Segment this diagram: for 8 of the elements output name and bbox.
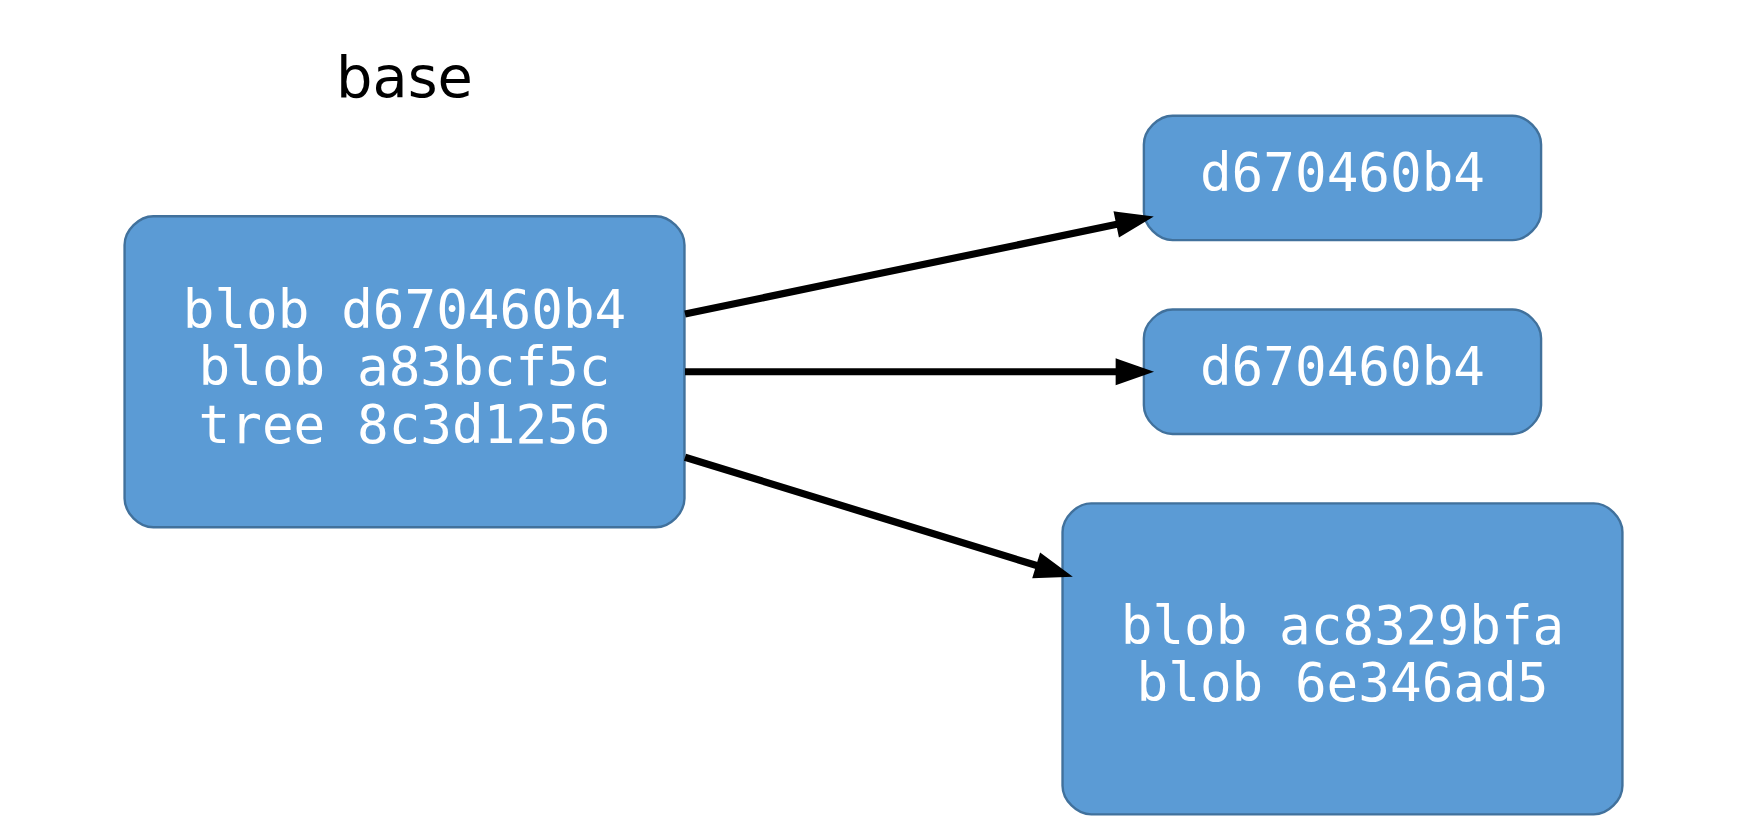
label: base (335, 44, 473, 112)
node-box: d670460b4 (1142, 308, 1542, 436)
arrow (683, 453, 1073, 579)
arrow (683, 211, 1154, 318)
node-box: blob d670460b4 blob a83bcf5c tree 8c3d1256 (122, 215, 686, 529)
arrow (684, 358, 1154, 386)
node-box: blob ac8329bfa blob 6e346ad5 (1060, 502, 1624, 816)
node-box: d670460b4 (1142, 114, 1542, 242)
